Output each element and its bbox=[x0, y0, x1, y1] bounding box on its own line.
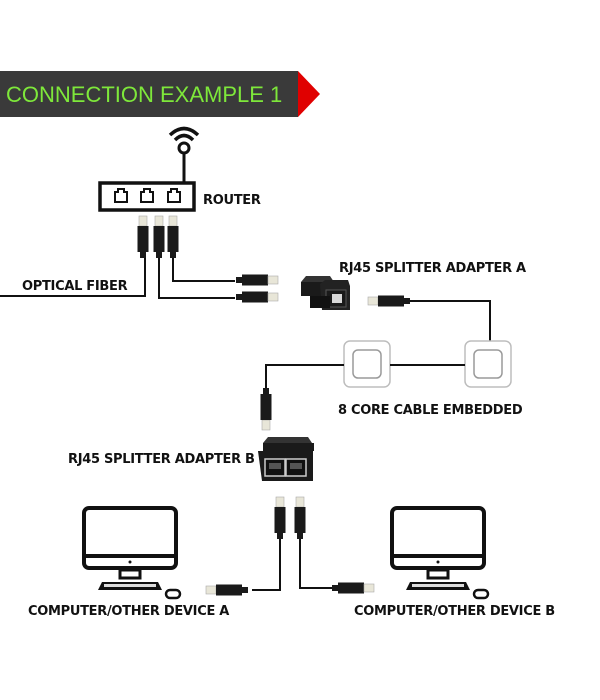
router-port-icon bbox=[167, 188, 181, 203]
router-cable-2 bbox=[158, 258, 235, 299]
splitter-b-label: RJ45 SPLITTER ADAPTER B bbox=[68, 452, 255, 467]
rj45-connector-icon bbox=[367, 295, 411, 307]
computer-a-icon bbox=[82, 506, 182, 600]
rj45-connector-icon bbox=[153, 215, 165, 259]
optical-fiber-cable bbox=[0, 258, 146, 297]
device-a-label: COMPUTER/OTHER DEVICE A bbox=[28, 604, 229, 619]
device-b-cable bbox=[299, 539, 332, 589]
rj45-connector-icon bbox=[137, 215, 149, 259]
router-port-icon bbox=[114, 188, 128, 203]
rj45-connector-icon bbox=[205, 584, 249, 596]
banner-background bbox=[0, 71, 298, 117]
rj45-connector-icon bbox=[235, 291, 279, 303]
device-b-label: COMPUTER/OTHER DEVICE B bbox=[354, 604, 555, 619]
rj45-connector-icon bbox=[260, 387, 272, 431]
computer-b-icon bbox=[390, 506, 490, 600]
rj45-connector-icon bbox=[274, 496, 286, 540]
rj45-connector-icon bbox=[167, 215, 179, 259]
router-cable-3 bbox=[172, 258, 235, 282]
router-label: ROUTER bbox=[203, 193, 261, 208]
rj45-connector-icon bbox=[331, 582, 375, 594]
title-banner: CONNECTION EXAMPLE 1 bbox=[0, 71, 320, 117]
wall-plate-icon bbox=[464, 340, 512, 388]
router bbox=[98, 126, 200, 212]
device-a-cable bbox=[252, 539, 281, 591]
splitter-a-cable bbox=[410, 300, 491, 341]
banner-arrow-icon bbox=[298, 71, 320, 117]
wall-plate-icon bbox=[343, 340, 391, 388]
rj45-splitter-adapter-a bbox=[301, 276, 350, 310]
embedded-to-splitter-b-cable bbox=[265, 364, 344, 388]
rj45-connector-icon bbox=[235, 274, 279, 286]
optical-fiber-label: OPTICAL FIBER bbox=[22, 279, 128, 294]
router-port-icon bbox=[140, 188, 154, 203]
banner-title: CONNECTION EXAMPLE 1 bbox=[6, 82, 282, 107]
rj45-connector-icon bbox=[294, 496, 306, 540]
rj45-splitter-adapter-b bbox=[258, 437, 314, 481]
cable-embedded-label: 8 CORE CABLE EMBEDDED bbox=[338, 403, 523, 418]
splitter-a-label: RJ45 SPLITTER ADAPTER A bbox=[339, 261, 526, 276]
wifi-icon bbox=[168, 126, 200, 183]
